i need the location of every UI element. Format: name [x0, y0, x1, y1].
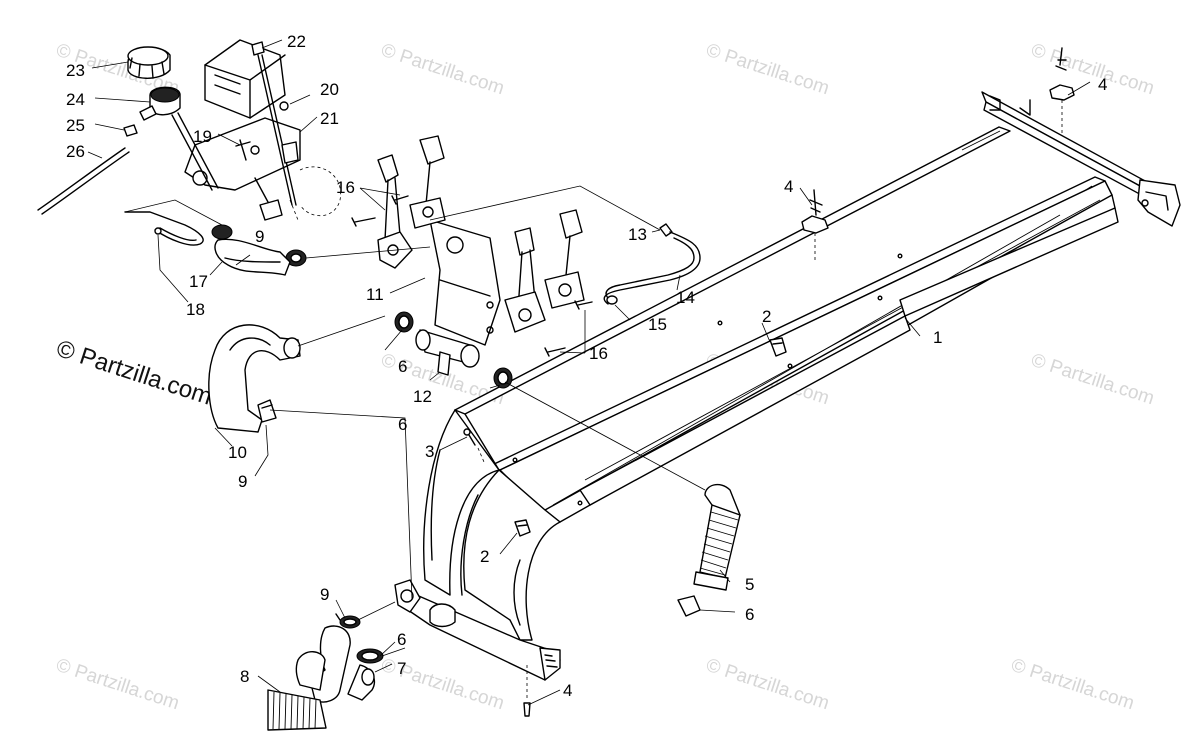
- watermark: © Partzilla.com: [703, 40, 831, 100]
- callout-9: 9: [255, 227, 264, 246]
- callout-13: 13: [628, 225, 647, 244]
- callout-20: 20: [320, 80, 339, 99]
- callout-19: 19: [193, 127, 212, 146]
- filler-cap-23: [127, 46, 171, 79]
- callout-10: 10: [228, 443, 247, 462]
- callout-8: 8: [240, 667, 249, 686]
- callout-17: 17: [189, 272, 208, 291]
- callout-16: 16: [336, 178, 355, 197]
- callout-2: 2: [762, 307, 771, 326]
- callout-4: 4: [563, 681, 572, 700]
- watermark: © Partzilla.com: [378, 40, 506, 100]
- bracket-21: [184, 117, 301, 221]
- callout-9: 9: [238, 472, 247, 491]
- callout-18: 18: [186, 300, 205, 319]
- watermark: © Partzilla.com: [1028, 40, 1156, 100]
- callout-6: 6: [398, 415, 407, 434]
- injector-cluster-right: [504, 209, 585, 333]
- corrugated-hose-8: [267, 689, 327, 731]
- screw-3: [463, 428, 485, 463]
- callout-4: 4: [784, 177, 793, 196]
- callout-6: 6: [397, 630, 406, 649]
- clamp-6-lower: [356, 648, 384, 664]
- watermark-prominent: © Partzilla.com: [53, 335, 215, 411]
- injector-cluster-left: [377, 135, 446, 269]
- bolt-4-rear: [1049, 47, 1075, 135]
- watermark: © Partzilla.com: [1028, 350, 1156, 410]
- hose-17: [214, 238, 291, 276]
- rod-22: [251, 41, 299, 206]
- callout-26: 26: [66, 142, 85, 161]
- clip-2-lower: [514, 519, 531, 537]
- hose-10: [208, 324, 301, 433]
- callout-5: 5: [745, 575, 754, 594]
- watermark: © Partzilla.com: [53, 655, 181, 715]
- strap-18: [124, 211, 204, 246]
- callout-3: 3: [425, 442, 434, 461]
- callout-23: 23: [66, 61, 85, 80]
- clip-2-upper: [769, 337, 787, 357]
- callout-6: 6: [398, 357, 407, 376]
- filler-neck-24: [139, 86, 219, 191]
- hose-7: [295, 625, 376, 703]
- watermark: © Partzilla.com: [703, 655, 831, 715]
- thermostat-housing: [429, 219, 501, 346]
- tank-dashed-mount: [289, 166, 342, 221]
- hose-14: [603, 223, 701, 305]
- bolts-16: [351, 195, 593, 357]
- callout-21: 21: [320, 109, 339, 128]
- callout-15: 15: [648, 315, 667, 334]
- overflow-tank: [204, 39, 286, 119]
- frame-assembly: [394, 91, 1181, 681]
- bolt-4-front: [523, 665, 531, 717]
- callout-25: 25: [66, 116, 85, 135]
- callout-1: 1: [933, 328, 942, 347]
- corrugated-hose-5: [677, 483, 741, 617]
- clamp-25: [123, 124, 138, 137]
- vent-hose-26: [37, 147, 130, 215]
- bolt-19: [235, 139, 251, 161]
- clamp-6-mid: [493, 367, 513, 389]
- callout-labels: 1 2 2 3 4 4 4 5 6 6 6 6 7 8 9 9 9 10 11 …: [66, 32, 1107, 700]
- callout-16: 16: [589, 344, 608, 363]
- clamp-6-top: [394, 311, 414, 333]
- bolt-4-mid: [801, 189, 829, 262]
- callout-9: 9: [320, 585, 329, 604]
- clamp-9-lower: [335, 613, 361, 629]
- callout-24: 24: [66, 90, 85, 109]
- clamp-9-mid: [257, 399, 277, 423]
- nut-20: [279, 101, 289, 111]
- clamp-9-upper: [211, 224, 307, 267]
- callout-leaders: [87, 39, 1091, 706]
- callout-4: 4: [1098, 75, 1107, 94]
- callout-22: 22: [287, 32, 306, 51]
- callout-11: 11: [366, 285, 384, 304]
- callout-7: 7: [397, 659, 406, 678]
- manifold-12: [415, 329, 480, 376]
- callout-6: 6: [745, 605, 754, 624]
- callout-2: 2: [480, 547, 489, 566]
- watermark: © Partzilla.com: [1008, 655, 1136, 715]
- callout-12: 12: [413, 387, 432, 406]
- callout-14: 14: [676, 288, 695, 307]
